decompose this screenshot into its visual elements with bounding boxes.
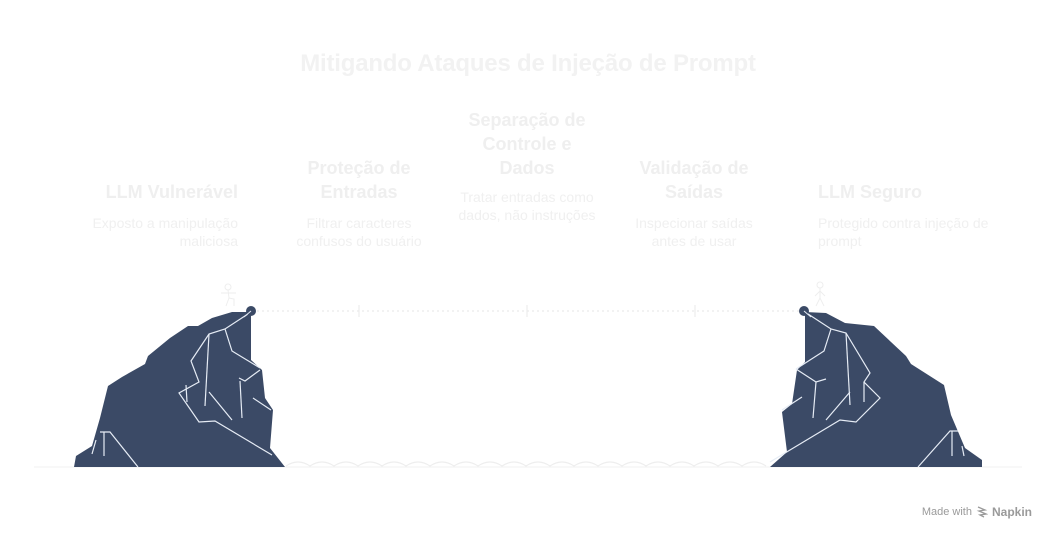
step-description: Protegido contra injeção de prompt: [818, 215, 989, 249]
step-protecao-entradas: Proteção de Entradas Filtrar caracteres …: [284, 156, 434, 250]
napkin-brand: Napkin: [991, 505, 1032, 519]
napkin-logo-icon: [976, 506, 988, 518]
step-title: LLM Seguro: [818, 182, 922, 202]
step-description: Inspecionar saídas antes de usar: [635, 215, 753, 249]
left-cliff: [74, 306, 285, 468]
step-title: Validação de Saídas: [639, 158, 749, 202]
step-llm-vulneravel: LLM Vulnerável Exposto a manipulação mal…: [70, 180, 238, 250]
step-title: Proteção de Entradas: [307, 158, 411, 202]
step-description: Exposto a manipulação maliciosa: [92, 215, 238, 249]
made-with-napkin-credit[interactable]: Made with Napkin: [922, 505, 1032, 519]
diagram-title: Mitigando Ataques de Injeção de Prompt: [300, 50, 756, 77]
step-separacao-controle-dados: Separação de Controle e Dados Tratar ent…: [454, 108, 600, 224]
step-title: LLM Vulnerável: [105, 182, 238, 202]
step-description: Filtrar caracteres confusos do usuário: [296, 215, 422, 249]
made-with-label: Made with: [921, 506, 972, 518]
stick-figure-icon: [221, 283, 236, 307]
step-description: Tratar entradas como dados, não instruçõ…: [458, 189, 596, 223]
stick-figure-icon: [814, 281, 826, 307]
water-waves-icon: [285, 461, 767, 467]
step-llm-seguro: LLM Seguro Protegido contra injeção de p…: [818, 180, 996, 250]
right-cliff: [769, 306, 982, 468]
step-validacao-saidas: Validação de Saídas Inspecionar saídas a…: [620, 156, 768, 250]
step-title: Separação de Controle e Dados: [468, 110, 586, 178]
